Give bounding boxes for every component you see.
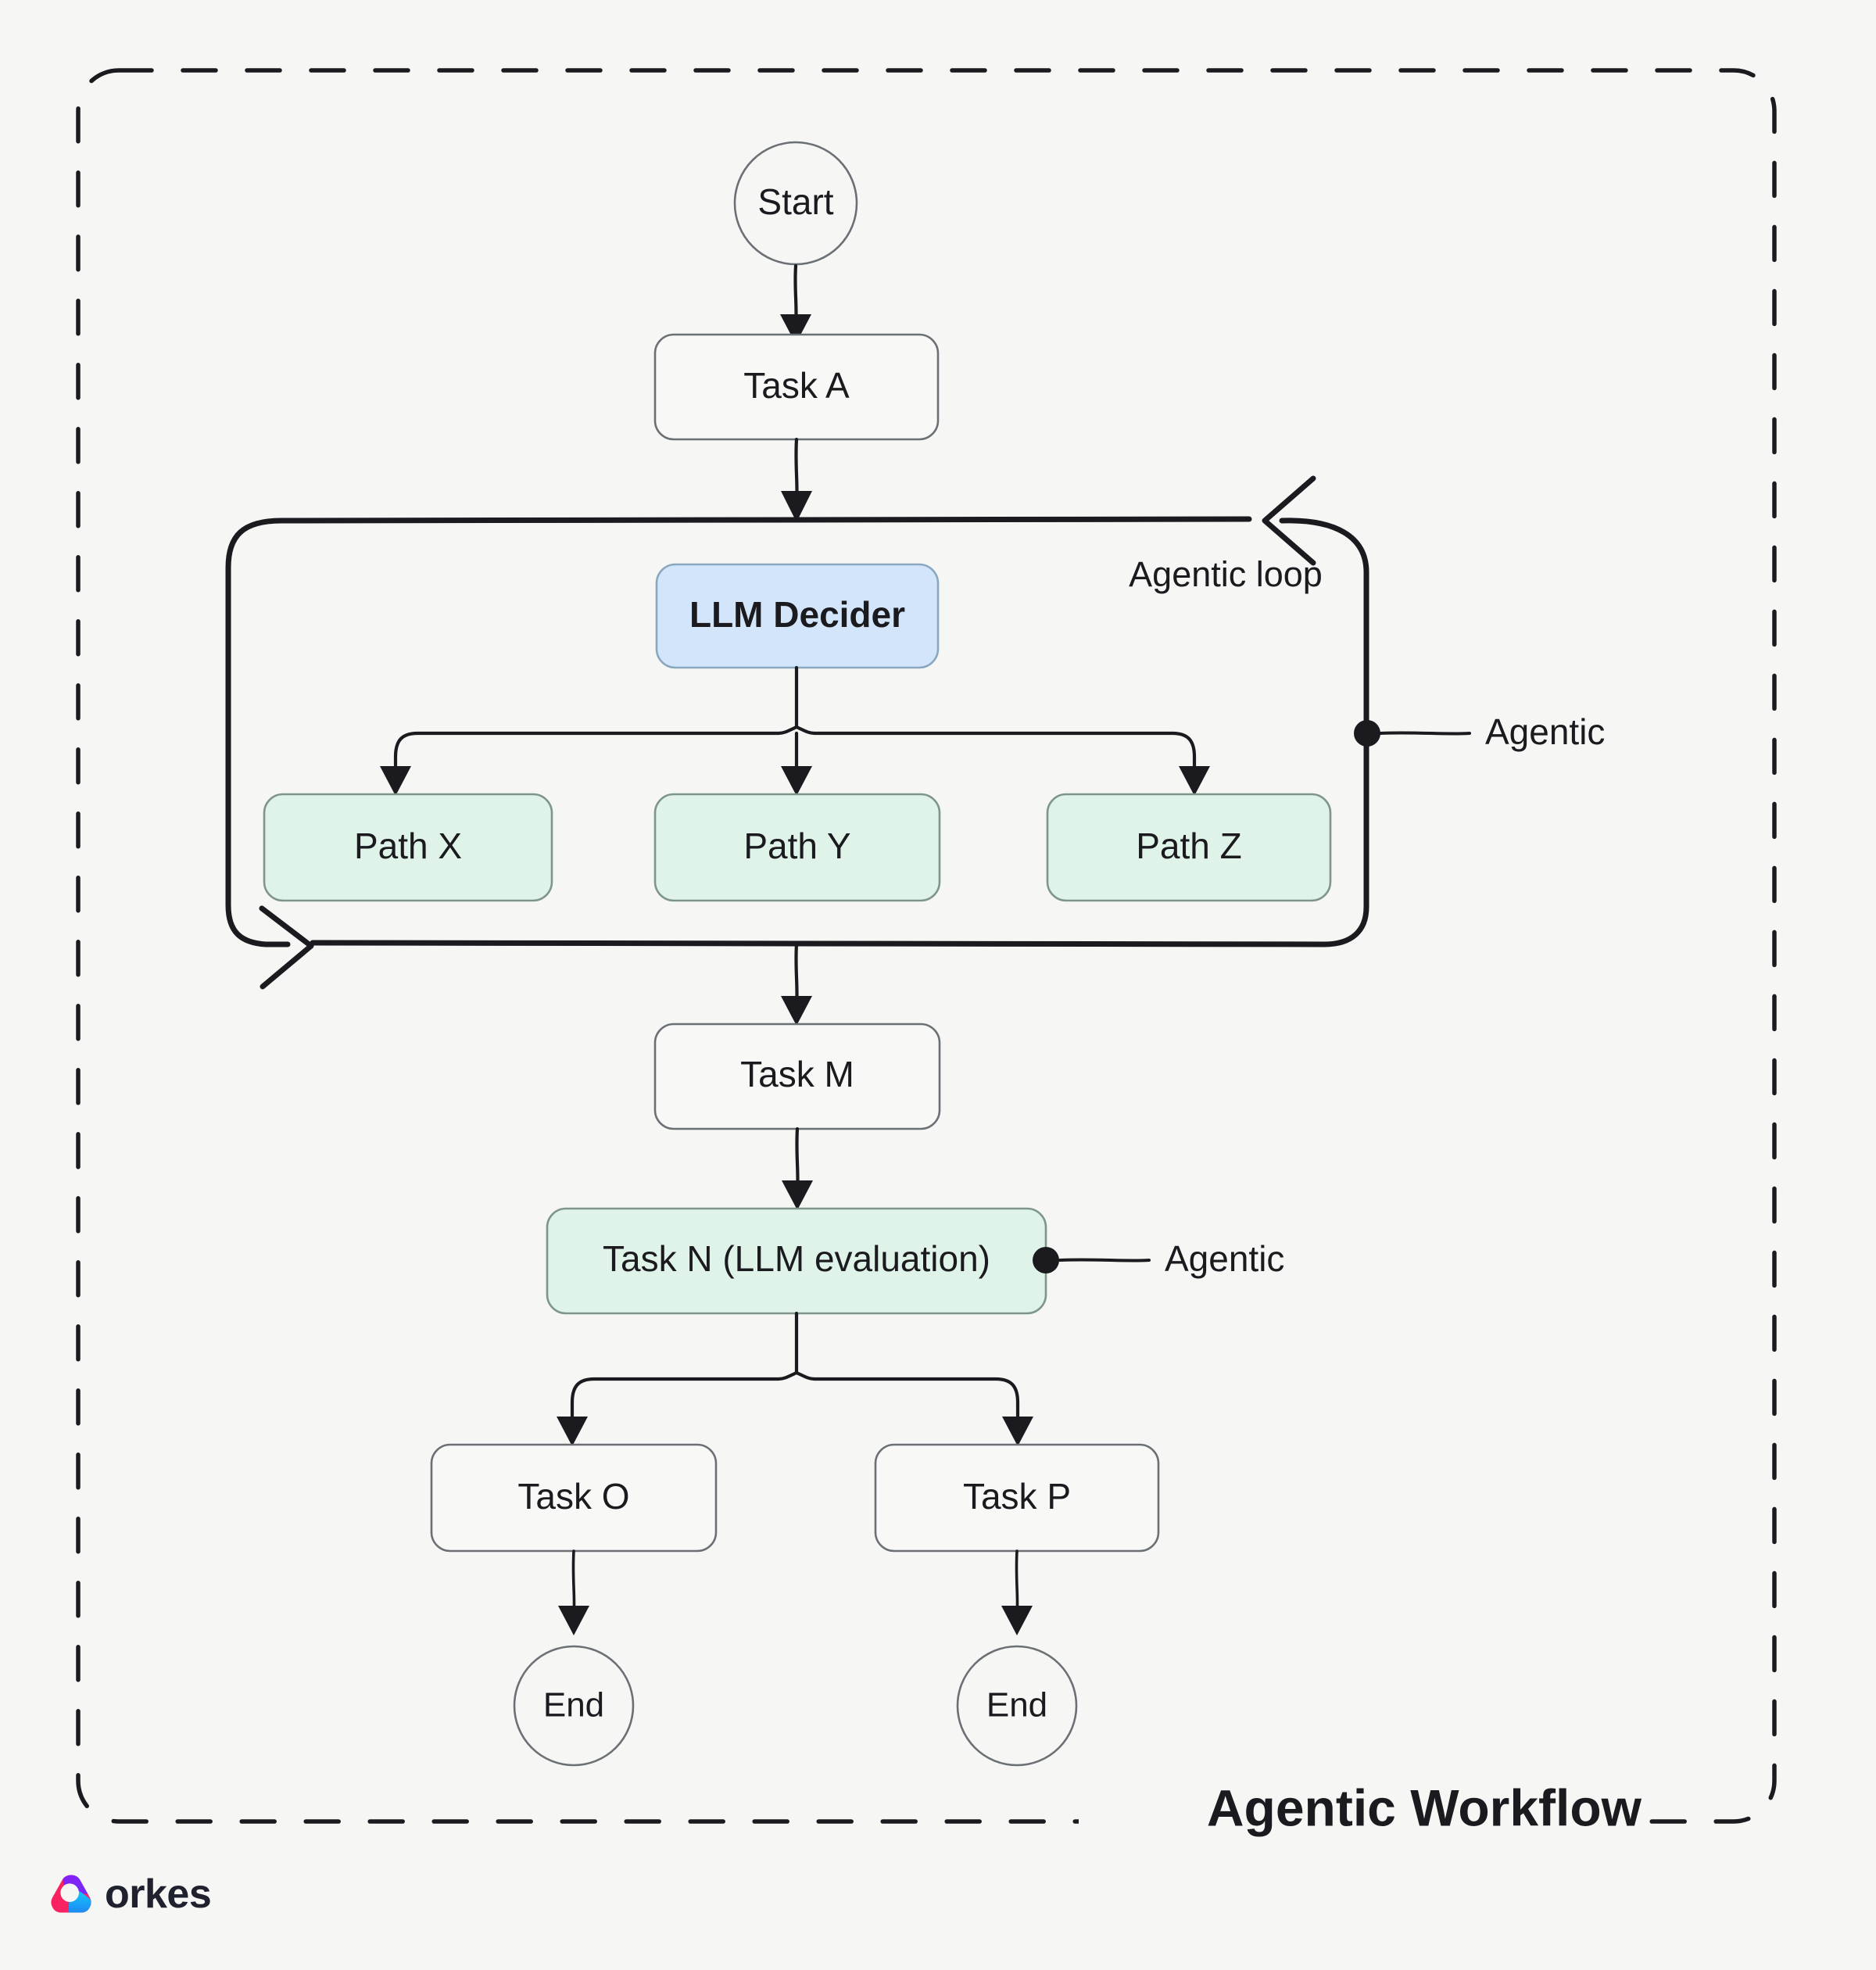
node-task-n-label: Task N (LLM evaluation) bbox=[603, 1238, 990, 1279]
node-path-z-shape bbox=[1046, 793, 1332, 902]
node-end-right-label: End bbox=[986, 1686, 1047, 1725]
edge-llm-decider-branches bbox=[380, 665, 1210, 796]
edge-start-to-task-a bbox=[780, 263, 811, 344]
node-path-z-label: Path Z bbox=[1136, 826, 1242, 866]
node-path-y-shape bbox=[653, 793, 941, 902]
node-path-x-shape bbox=[263, 793, 553, 902]
node-end-right-shape bbox=[956, 1645, 1078, 1767]
agentic-workflow-title: Agentic Workflow bbox=[1207, 1778, 1642, 1836]
agentic-task-callout-dot bbox=[1033, 1247, 1059, 1273]
node-task-p-label: Task P bbox=[963, 1476, 1071, 1517]
node-task-a-label: Task A bbox=[743, 365, 850, 406]
agentic-workflow-group-border bbox=[76, 68, 1777, 1824]
group-title-backdrop bbox=[1079, 1775, 1642, 1846]
node-llm-decider-label: LLM Decider bbox=[689, 594, 905, 635]
node-end-left-shape bbox=[513, 1645, 635, 1767]
node-path-y-label: Path Y bbox=[743, 826, 850, 866]
edge-task-n-branches bbox=[557, 1311, 1033, 1446]
edge-task-p-to-end bbox=[1001, 1549, 1033, 1635]
orkes-logo: orkes bbox=[48, 1872, 212, 1917]
agentic-loop-callout: Agentic bbox=[1354, 711, 1605, 752]
node-path-x-label: Path X bbox=[354, 826, 462, 866]
agentic-loop-exit-arrowhead bbox=[259, 905, 314, 990]
edge-task-m-to-task-n bbox=[782, 1126, 813, 1210]
agentic-task-callout-leader bbox=[1058, 1258, 1151, 1263]
agentic-task-callout-label: Agentic bbox=[1165, 1238, 1284, 1279]
agentic-loop-label: Agentic loop bbox=[1129, 554, 1323, 594]
node-start-label: Start bbox=[757, 181, 833, 222]
agentic-task-callout: Agentic bbox=[1033, 1238, 1284, 1279]
agentic-loop-callout-leader bbox=[1379, 731, 1471, 736]
agentic-loop-frame-left bbox=[225, 516, 1252, 947]
edge-loop-to-task-m bbox=[781, 942, 812, 1026]
edge-task-a-to-loop bbox=[781, 437, 812, 522]
agentic-loop-return-arrowhead bbox=[1262, 475, 1316, 566]
node-end-left-label: End bbox=[543, 1686, 604, 1725]
agentic-loop-callout-label: Agentic bbox=[1485, 711, 1605, 752]
agentic-loop-callout-dot bbox=[1354, 720, 1380, 747]
node-task-o-label: Task O bbox=[517, 1476, 629, 1517]
agentic-loop-frame-right bbox=[310, 518, 1369, 947]
orkes-mark-icon bbox=[51, 1875, 91, 1913]
agentic-loop-container bbox=[225, 475, 1369, 990]
node-task-m-label: Task M bbox=[740, 1054, 854, 1094]
orkes-wordmark: orkes bbox=[105, 1872, 212, 1917]
edge-task-o-to-end bbox=[558, 1549, 589, 1635]
